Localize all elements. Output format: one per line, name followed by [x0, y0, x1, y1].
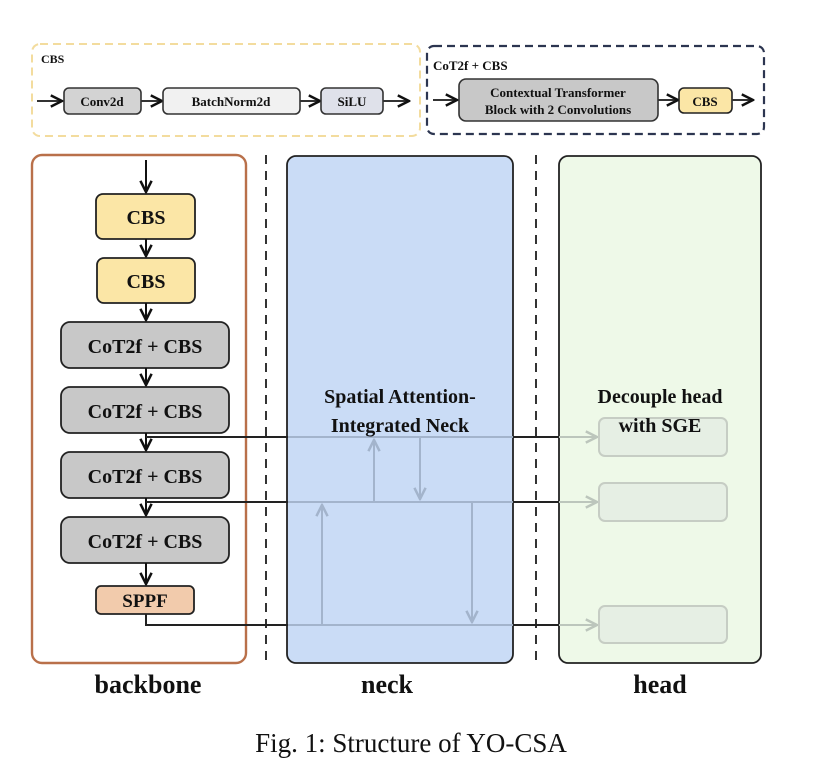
- backbone-block-label: CBS: [127, 207, 166, 229]
- figure-caption: Fig. 1: Structure of YO-CSA: [255, 728, 567, 758]
- head-frame: [558, 155, 762, 664]
- legend-cot2f: CoT2f + CBS Contextual Transformer Block…: [425, 44, 766, 136]
- neck-label: neck: [361, 670, 413, 699]
- head-boxes: [598, 417, 728, 644]
- feature-connections: [145, 436, 288, 626]
- backbone-block-label: CoT2f + CBS: [88, 531, 203, 553]
- head-label: head: [633, 670, 687, 699]
- neck-internal-paths: [288, 436, 513, 626]
- connection-p5: [145, 614, 288, 626]
- legend-batchnorm-label: BatchNorm2d: [192, 94, 271, 109]
- neck-frame: [286, 155, 514, 664]
- legend-silu-label: SiLU: [338, 94, 368, 109]
- legend-cot-cbs-label: CBS: [692, 94, 717, 109]
- backbone-stack: CBS CBS CoT2f + CBS CoT2f + CBS CoT2f + …: [60, 160, 230, 615]
- head-box-2: [598, 482, 728, 522]
- legend-cbs: CBS Conv2d BatchNorm2d SiLU: [31, 43, 421, 137]
- legend-conv2d-label: Conv2d: [80, 94, 124, 109]
- backbone-block-label: SPPF: [122, 591, 167, 612]
- head-box-3: [598, 605, 728, 644]
- backbone-block-label: CoT2f + CBS: [88, 401, 203, 423]
- head-box-1: [598, 417, 728, 457]
- legend-cot-line1: Contextual Transformer: [490, 85, 626, 100]
- legend-cot-line2: Block with 2 Convolutions: [485, 102, 631, 117]
- backbone-label: backbone: [94, 670, 202, 699]
- head-title-line1: Decouple head: [598, 386, 723, 408]
- neck-title-line1: Spatial Attention-: [324, 386, 476, 408]
- neck-to-head-connections: [513, 437, 597, 625]
- head-title-line2: with SGE: [619, 415, 702, 437]
- legend-cot2f-title: CoT2f + CBS: [433, 58, 508, 73]
- legend-cbs-title: CBS: [41, 52, 65, 66]
- neck-title-line2: Integrated Neck: [331, 415, 470, 437]
- backbone-block-label: CoT2f + CBS: [88, 336, 203, 358]
- backbone-block-label: CBS: [127, 271, 166, 293]
- backbone-block-label: CoT2f + CBS: [88, 466, 203, 488]
